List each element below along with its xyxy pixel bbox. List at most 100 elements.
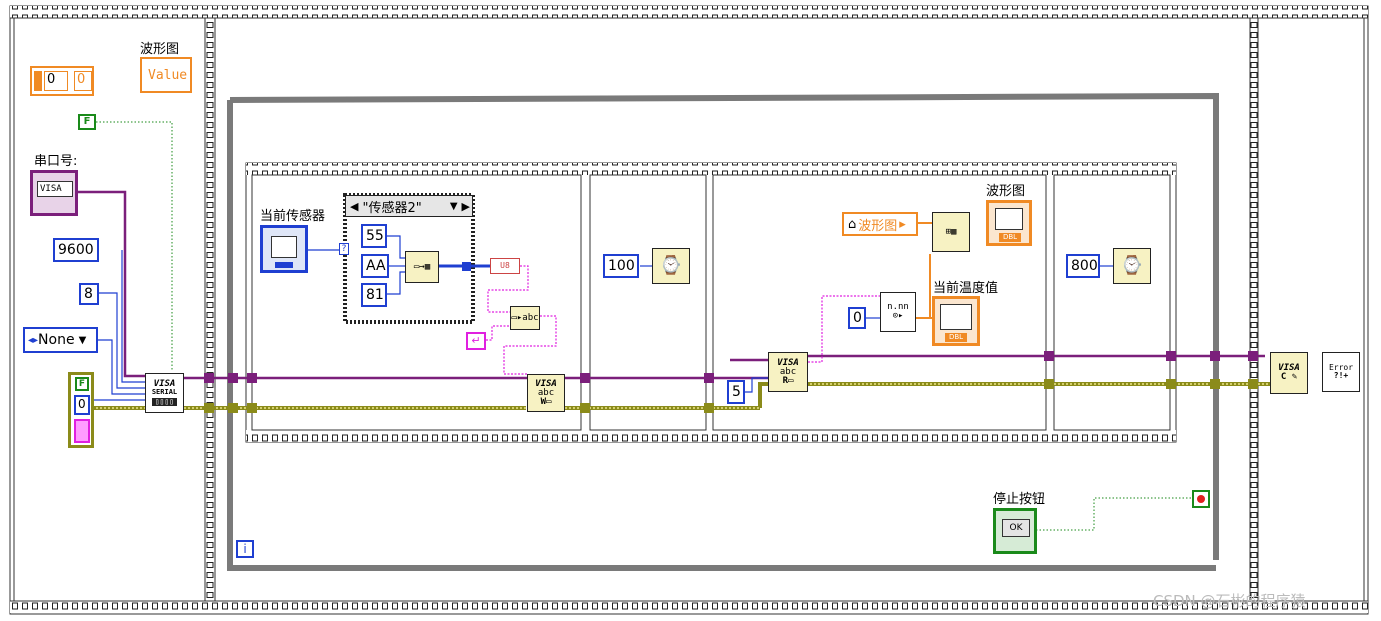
array-constant[interactable]: 0 0 <box>30 66 94 96</box>
waveform-top-label: 波形图 <box>140 42 180 57</box>
visa-write-text: VISA <box>535 378 557 389</box>
baud-rate-constant[interactable]: 9600 <box>53 238 99 262</box>
index-array-node[interactable]: n.nn⊙▸ <box>880 292 916 332</box>
string-wires <box>486 265 880 375</box>
gauge-icon <box>940 304 972 330</box>
visa-close-node[interactable]: VISA C ✎ <box>1270 352 1308 394</box>
waveform-graph-indicator: DBL <box>986 200 1032 246</box>
index-array-text: n.nn <box>887 302 909 312</box>
value-text: Value <box>148 67 188 83</box>
case-dropdown-icon[interactable]: ▼ <box>449 200 458 212</box>
visa-text: VISA <box>153 379 176 389</box>
tunnels <box>204 262 1258 413</box>
hex-constant-81[interactable]: 81 <box>361 283 387 307</box>
enum-arrows-icon: ◂▸ <box>28 334 39 346</box>
waveform-property-node[interactable]: ⌂ 波形图 ▸ <box>842 212 918 236</box>
array-value[interactable]: 0 <box>74 71 92 91</box>
error-status[interactable]: F <box>75 377 89 391</box>
replace-array-subset-node[interactable]: ⊞▦ <box>932 212 970 252</box>
wait-800-constant[interactable]: 800 <box>1066 254 1100 278</box>
error-code[interactable]: 0 <box>74 395 90 415</box>
byte-array-to-string-node[interactable]: ▭▸abc <box>510 306 540 330</box>
array-index-spinner[interactable] <box>34 71 42 91</box>
index-array-icon: ⊙▸ <box>892 311 904 321</box>
build-array-icon: ▭→▦ <box>413 261 431 272</box>
visa-read-text: VISA <box>777 357 799 368</box>
serial-port-label: 串口号: <box>34 154 78 169</box>
current-temp-label: 当前温度值 <box>933 281 999 296</box>
waveform-property-text: 波形图 <box>858 218 898 234</box>
visa-close-c: C ✎ <box>1280 372 1298 382</box>
case-selector-terminal: ? <box>339 243 349 255</box>
graph-icon <box>995 208 1023 230</box>
error-source[interactable] <box>74 419 90 443</box>
data-bits-constant[interactable]: 8 <box>79 283 99 305</box>
graph-dbl-tag: DBL <box>999 233 1021 242</box>
bytes-to-read-constant[interactable]: 5 <box>727 380 745 404</box>
empty-string-constant[interactable]: ↵ <box>466 332 486 350</box>
visa-resource-wire <box>78 190 1265 380</box>
wait-100-constant[interactable]: 100 <box>603 254 639 278</box>
hex-constant-55[interactable]: 55 <box>361 224 387 248</box>
error-handler-text: Error <box>1328 363 1354 372</box>
clock-icon: ⌚ <box>1120 255 1144 276</box>
case-selector[interactable]: ◀ "传感器2" ▼ ▶ <box>345 195 473 217</box>
boolean-wires <box>96 121 1194 531</box>
parity-enum[interactable]: ◂▸None▼ <box>23 327 98 353</box>
stop-icon <box>1197 495 1205 503</box>
case-prev-icon[interactable]: ◀ <box>350 199 359 213</box>
visa-close-text: VISA <box>1278 363 1300 373</box>
parity-value: None <box>38 332 75 348</box>
error-wire <box>92 382 1270 410</box>
error-cluster-constant[interactable]: F 0 <box>68 372 94 448</box>
waveform-graph-label: 波形图 <box>986 184 1026 199</box>
hex-constant-aa[interactable]: AA <box>361 254 389 278</box>
visa-write-w: W▭ <box>540 396 552 407</box>
build-array-node[interactable]: ▭→▦ <box>405 251 439 283</box>
config-wires <box>92 235 1113 401</box>
visa-configure-serial-node[interactable]: VISA SERIAL ▯▯▯▯ <box>145 373 184 413</box>
wait-ms-node-1[interactable]: ⌚ <box>652 248 690 284</box>
loop-stop-terminal[interactable] <box>1192 490 1210 508</box>
outer-flat-sequence <box>9 5 1369 615</box>
gauge-dbl-tag: DBL <box>945 333 967 342</box>
visa-write-node[interactable]: VISA abc W▭ <box>527 374 565 412</box>
ring-display <box>271 236 297 258</box>
visa-resource-field[interactable]: VISA <box>37 181 73 197</box>
stop-button-label: 停止按钮 <box>993 492 1046 507</box>
serial-text: SERIAL <box>151 388 178 396</box>
while-loop <box>227 92 1219 571</box>
serial-port-icon: ▯▯▯▯ <box>151 398 178 406</box>
dropdown-arrow-icon: ▼ <box>78 334 87 346</box>
stop-button-terminal[interactable]: OK <box>993 508 1037 554</box>
ring-arrows-icon <box>275 262 293 268</box>
clock-icon: ⌚ <box>659 255 683 276</box>
error-handler-icon: ?!+ <box>1333 371 1349 380</box>
serial-port-control[interactable]: VISA <box>30 170 78 216</box>
current-temp-gauge: DBL <box>932 296 980 346</box>
index-0-constant[interactable]: 0 <box>848 307 866 329</box>
case-selector-label: "传感器2" <box>362 200 422 216</box>
current-sensor-label: 当前传感器 <box>260 209 326 224</box>
simple-error-handler-node[interactable]: Error ?!+ <box>1322 352 1360 392</box>
iteration-terminal: i <box>236 540 254 558</box>
current-sensor-control[interactable] <box>260 225 308 273</box>
wait-ms-node-2[interactable]: ⌚ <box>1113 248 1151 284</box>
u8-text: U8 <box>500 261 510 270</box>
inner-flat-sequence <box>245 162 1177 443</box>
watermark: CSDN @石彬的程序猿 <box>1153 592 1306 610</box>
u8-to-string-node[interactable]: U8 <box>490 258 520 274</box>
visa-read-abc: abc <box>779 366 797 377</box>
ok-button-icon: OK <box>1002 519 1030 537</box>
visa-read-r: R▭ <box>782 375 794 386</box>
case-next-icon[interactable]: ▶ <box>461 199 470 213</box>
visa-write-abc: abc <box>537 387 555 398</box>
byte-array-icon: ▭▸abc <box>511 312 539 323</box>
waveform-property-value[interactable]: Value <box>140 57 192 93</box>
false-constant[interactable]: F <box>78 114 96 130</box>
visa-read-node[interactable]: VISA abc R▭ <box>768 352 808 392</box>
home-icon: ⌂ <box>848 216 857 232</box>
array-index[interactable]: 0 <box>44 71 68 91</box>
arrow-right-icon: ▸ <box>899 216 906 232</box>
